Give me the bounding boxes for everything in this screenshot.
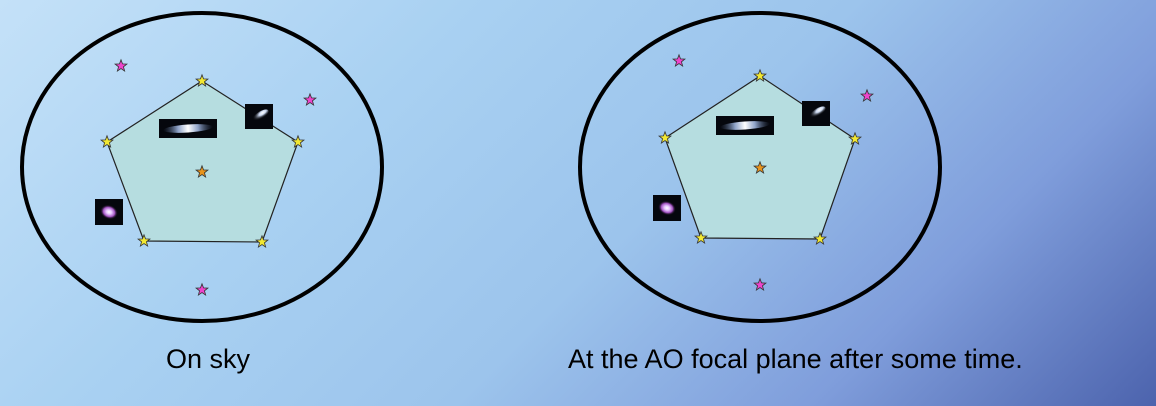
- guide-star: [813, 231, 827, 245]
- field-star: [672, 53, 686, 67]
- guide-star-shape: [658, 130, 672, 144]
- panel-on-sky: [20, 11, 384, 323]
- field-star-shape: [672, 53, 686, 67]
- guide-star: [291, 134, 305, 148]
- guide-star-shape: [255, 234, 269, 248]
- field-star-shape: [860, 88, 874, 102]
- guide-star-shape: [753, 68, 767, 82]
- field-star-shape: [303, 92, 317, 106]
- field-star-shape: [753, 277, 767, 291]
- field-star: [303, 92, 317, 106]
- guide-star-shape: [137, 233, 151, 247]
- caption-focal-plane: At the AO focal plane after some time.: [568, 344, 1023, 374]
- field-star: [114, 58, 128, 72]
- center-star: [195, 164, 209, 178]
- guide-star-shape: [100, 134, 114, 148]
- guide-star: [195, 73, 209, 87]
- center-star-shape: [753, 160, 767, 174]
- guide-star: [137, 233, 151, 247]
- guide-star: [255, 234, 269, 248]
- guide-star-pentagon: [664, 75, 856, 240]
- edge-on-galaxy-thumbnail: [159, 119, 217, 138]
- caption-on-sky: On sky: [166, 344, 251, 374]
- guide-star-shape: [195, 73, 209, 87]
- center-star: [753, 160, 767, 174]
- spiral-galaxy-thumbnail: [95, 199, 123, 225]
- panel-focal-plane: [578, 11, 942, 323]
- field-star: [860, 88, 874, 102]
- guide-star: [753, 68, 767, 82]
- center-star-shape: [195, 164, 209, 178]
- guide-star-shape: [694, 230, 708, 244]
- guide-star-shape: [848, 131, 862, 145]
- field-of-view-circle: [20, 11, 384, 323]
- guide-star: [658, 130, 672, 144]
- comet-galaxy-thumbnail: [802, 101, 830, 126]
- guide-star: [100, 134, 114, 148]
- field-of-view-circle: [578, 11, 942, 323]
- comet-galaxy-thumbnail: [245, 104, 273, 129]
- field-star: [195, 282, 209, 296]
- field-star-shape: [114, 58, 128, 72]
- field-star: [753, 277, 767, 291]
- field-star-shape: [195, 282, 209, 296]
- spiral-galaxy-thumbnail: [653, 195, 681, 221]
- guide-star-shape: [813, 231, 827, 245]
- edge-on-galaxy-thumbnail: [716, 116, 774, 135]
- guide-star-shape: [291, 134, 305, 148]
- guide-star: [848, 131, 862, 145]
- guide-star: [694, 230, 708, 244]
